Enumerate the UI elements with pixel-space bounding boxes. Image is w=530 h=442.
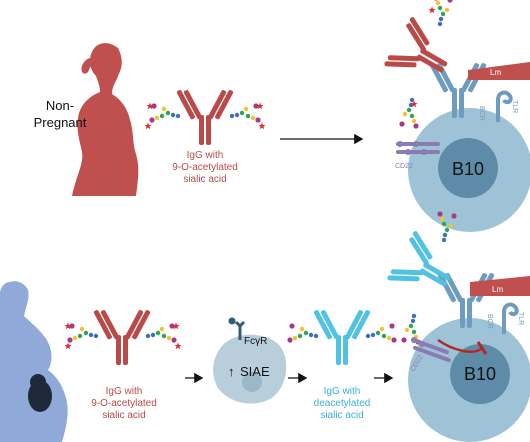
caption-line2: deacetylated [314, 398, 371, 409]
caption-line1: IgG with [106, 386, 143, 397]
cell-label: B10 [452, 159, 484, 179]
caption-line2: 9-O-acetylated [91, 398, 157, 409]
lm-label: Lm [490, 68, 501, 77]
cd22-label: CD22 [395, 163, 413, 170]
siae-cell [213, 334, 287, 404]
non-pregnant-woman-figure [72, 43, 139, 196]
bcr-receptor-bottom: BCR [437, 272, 495, 329]
b10-cell-top: B10 [408, 108, 530, 232]
acetylated-igg-antibody [144, 89, 266, 145]
group-label-line2: Pregnant [34, 115, 87, 130]
siae-label: SIAE [240, 364, 270, 379]
bcr-label: BCR [478, 106, 485, 121]
bound-igg-top [382, 0, 460, 129]
inhibition-bar [476, 341, 488, 355]
cd22-receptor-top: CD22 [395, 141, 440, 170]
fc-receptor-label: FcγR [244, 336, 267, 347]
caption-line3: sialic acid [320, 410, 363, 421]
caption-line2: 9-O-acetylated [172, 162, 238, 173]
tlr-receptor-bottom: TLR [502, 302, 524, 334]
tlr-label: TLR [511, 100, 518, 113]
tlr-label: TLR [517, 312, 524, 325]
fetus-figure [28, 374, 52, 412]
bcr-label: BCR [486, 314, 493, 329]
lm-label: Lm [492, 285, 503, 294]
lm-bacterium-top: Lm [468, 62, 530, 80]
non-pregnant-label: Non- Pregnant [34, 98, 87, 130]
pregnant-woman-figure [0, 281, 68, 442]
fc-receptor: FcγR [228, 317, 267, 347]
acetylated-igg-antibody-bottom [64, 309, 182, 365]
deacetylated-caption: IgG with deacetylated sialic acid [314, 386, 371, 421]
igg-caption-bottom: IgG with 9-O-acetylated sialic acid [91, 386, 157, 421]
bcr-receptor-top: BCR [429, 62, 487, 121]
caption-line3: sialic acid [102, 410, 145, 421]
caption-line1: IgG with [324, 386, 361, 397]
tlr-receptor-top: TLR [496, 90, 518, 122]
group-label-line1: Non- [46, 98, 74, 113]
caption-line3: sialic acid [183, 174, 226, 185]
b10-cell-bottom: B10 [408, 318, 530, 442]
caption-line1: IgG with [187, 150, 224, 161]
cell-label: B10 [464, 364, 496, 384]
inhibition-signal [437, 338, 483, 353]
upregulation-arrow: ↑ [228, 364, 235, 379]
lm-bacterium-bottom: Lm [470, 276, 530, 296]
igg-caption-top: IgG with 9-O-acetylated sialic acid [172, 150, 238, 185]
deacetylated-igg-antibody [287, 309, 397, 365]
